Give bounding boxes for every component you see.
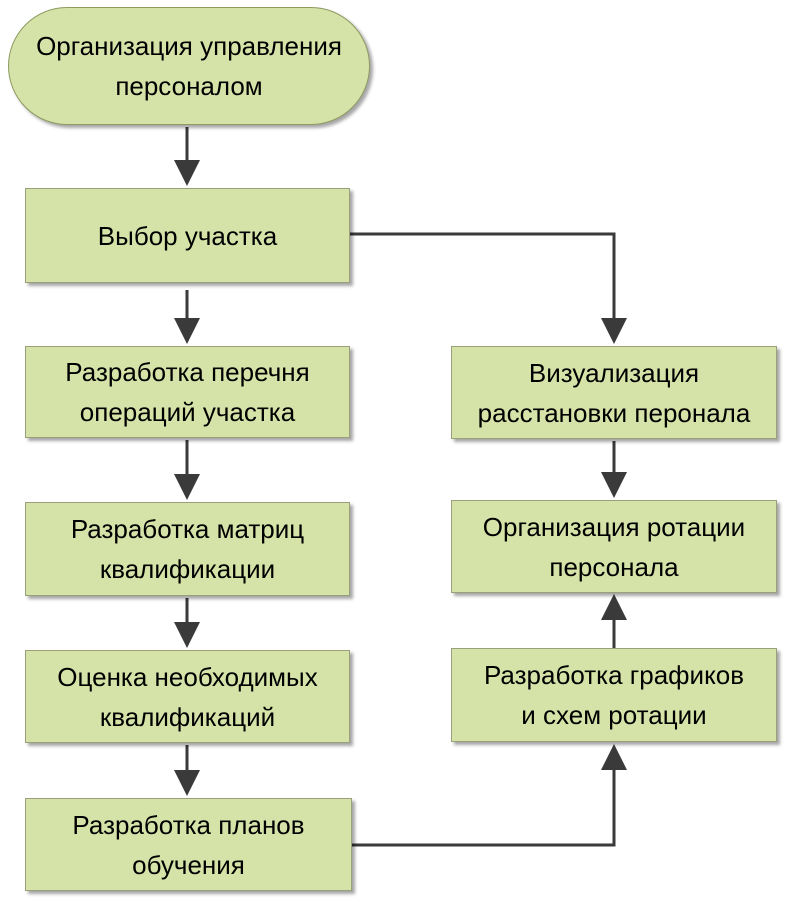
node-label-line: Выбор участка xyxy=(97,220,278,251)
start-node-staff-management: Организация управления персоналом xyxy=(8,7,370,125)
arrowhead-icon xyxy=(601,472,627,498)
node-rotation-schedules: Разработка графиков и схем ротации xyxy=(451,648,777,742)
node-label-line: Разработка матриц xyxy=(70,514,305,544)
node-site-selection: Выбор участка xyxy=(25,188,350,283)
arrowhead-icon xyxy=(174,474,200,500)
node-label-line: Оценка необходимых xyxy=(57,661,318,692)
node-training-plans: Разработка планов обучения xyxy=(25,798,352,891)
node-label-line: Визуализация xyxy=(528,357,700,388)
node-qualification-matrix: Разработка матриц квалификации xyxy=(25,502,350,596)
node-label-line: и схем ротации xyxy=(521,700,707,730)
node-label-line: Разработка перечня xyxy=(65,357,310,387)
node-staff-rotation: Организация ротации персонала xyxy=(451,500,777,593)
arrowhead-icon xyxy=(601,744,627,770)
node-label-line: расстановки перонала xyxy=(477,397,751,428)
arrowhead-icon xyxy=(601,594,627,620)
arrowhead-icon xyxy=(174,318,200,344)
node-label-line: обучения xyxy=(132,849,245,880)
node-label-line: квалификаций xyxy=(99,701,276,732)
arrowhead-icon xyxy=(174,160,200,186)
arrowhead-icon xyxy=(601,318,627,344)
arrowhead-icon xyxy=(174,622,200,648)
node-label-line: квалификации xyxy=(99,554,276,584)
node-label-line: Разработка планов xyxy=(72,809,305,840)
node-label-line: Организация ротации xyxy=(482,511,746,542)
arrow-training-plans-to-rotation-schedules xyxy=(352,750,616,847)
node-label-line: персоналом xyxy=(115,71,263,101)
node-label-line: Организация управления xyxy=(36,31,342,61)
node-label-line: персонала xyxy=(549,551,679,582)
node-staff-visualization: Визуализация расстановки перонала xyxy=(451,346,777,439)
node-operations-list: Разработка перечня операций участка xyxy=(25,346,350,438)
node-label-line: операций участка xyxy=(79,397,296,427)
arrowhead-icon xyxy=(174,770,200,796)
node-required-qualifications: Оценка необходимых квалификаций xyxy=(25,650,350,743)
arrow-site-selection-to-staff-visualization xyxy=(350,232,616,340)
node-label-line: Разработка графиков xyxy=(483,660,745,690)
